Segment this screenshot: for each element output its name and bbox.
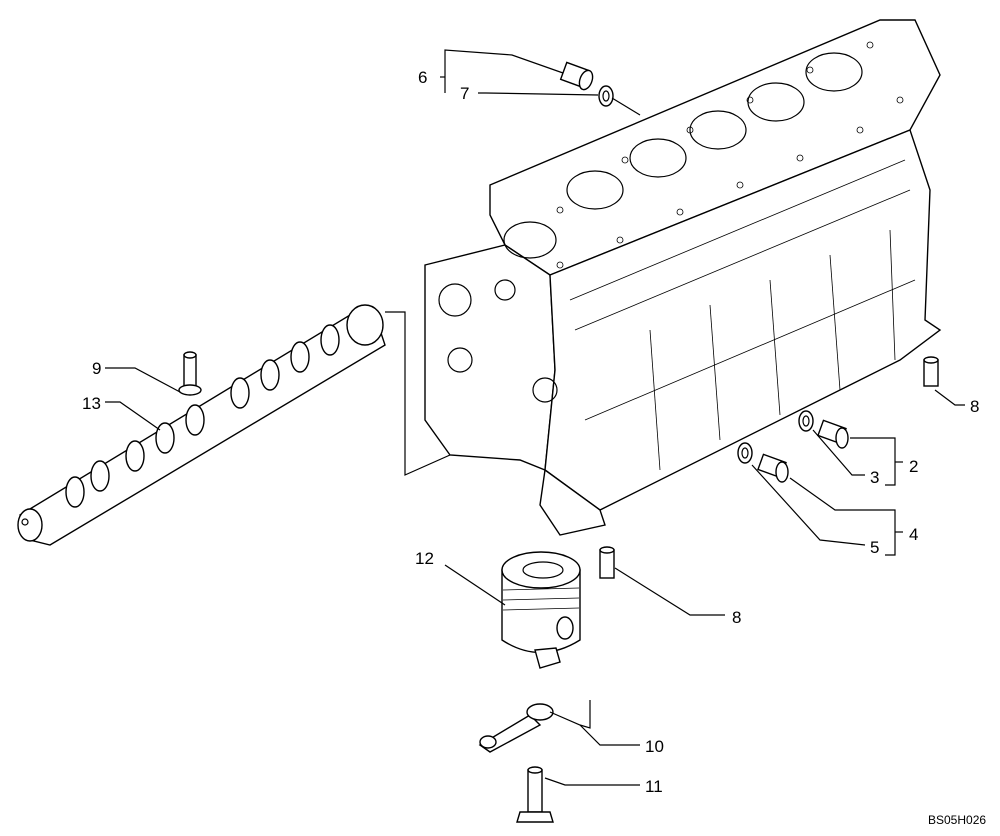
- callout-9: 9: [92, 359, 101, 378]
- callout-4: 4: [909, 525, 918, 544]
- plug-and-washer-6-7: [559, 61, 614, 107]
- callout-11: 11: [645, 777, 663, 796]
- tappet: [178, 351, 202, 396]
- plug-and-washer-4-5: [737, 442, 789, 483]
- reference-code: BS05H026: [928, 813, 986, 827]
- dowel-pin-right: [923, 356, 939, 387]
- callout-8-lower: 8: [732, 608, 741, 627]
- callout-3: 3: [870, 468, 879, 487]
- plug-and-washer-2-3: [798, 410, 849, 449]
- callout-labels: 2 3 4 5 6 7 8 8 9 10 11 12 13: [82, 68, 979, 796]
- bolt: [516, 766, 554, 823]
- callout-13: 13: [82, 394, 101, 413]
- callout-6: 6: [418, 68, 427, 87]
- callout-12: 12: [415, 549, 434, 568]
- oil-jet: [478, 700, 591, 753]
- callout-10: 10: [645, 737, 664, 756]
- callout-7: 7: [460, 84, 469, 103]
- callout-5: 5: [870, 538, 879, 557]
- leader-lines: [105, 49, 965, 786]
- dowel-pin-lower: [599, 546, 615, 579]
- callout-2: 2: [909, 457, 918, 476]
- callout-8-right: 8: [970, 397, 979, 416]
- piston: [501, 551, 581, 669]
- camshaft: [17, 304, 451, 546]
- engine-block: [424, 19, 942, 536]
